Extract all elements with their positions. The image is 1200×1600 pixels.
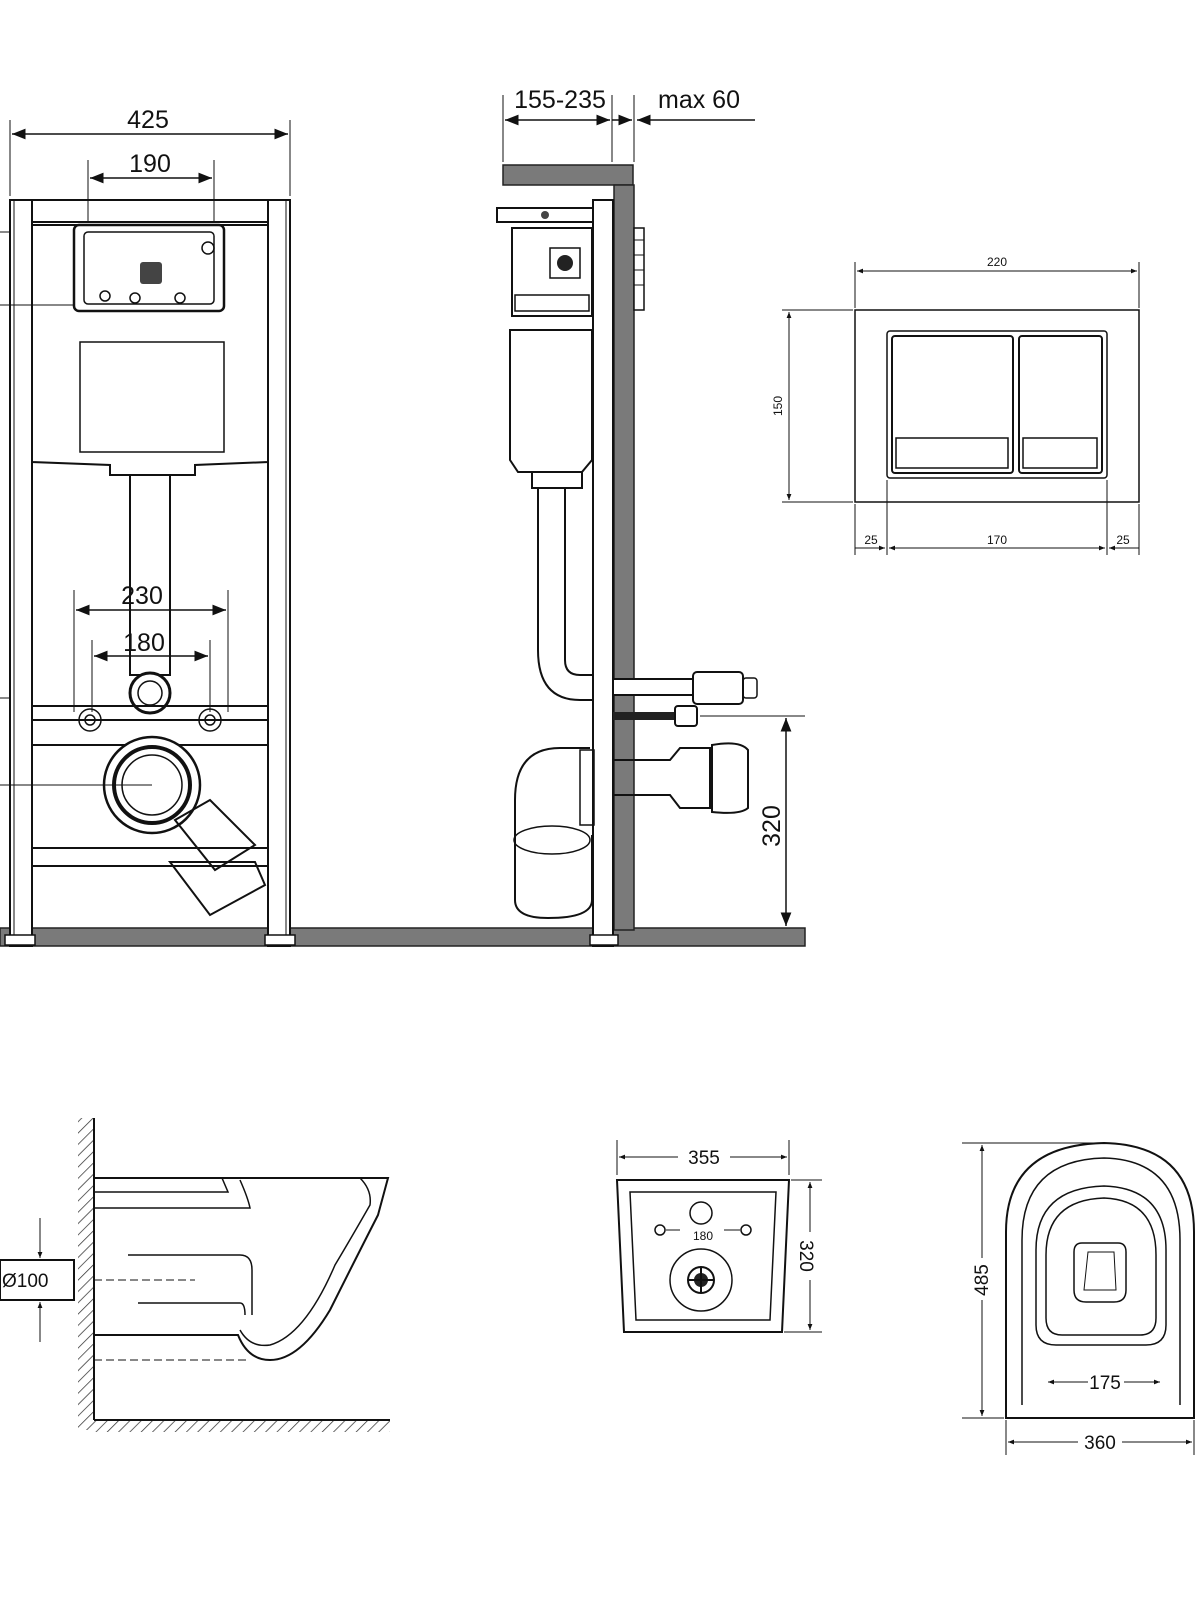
label-170: 170 bbox=[987, 533, 1007, 547]
flush-connection bbox=[128, 671, 172, 715]
label-150: 150 bbox=[771, 396, 785, 416]
front-view bbox=[0, 199, 806, 947]
frame-right-post bbox=[267, 199, 291, 947]
dim-cladding: max 60 bbox=[612, 86, 755, 162]
cistern-body bbox=[31, 224, 269, 476]
flush-button-large bbox=[891, 335, 1014, 474]
floor-line bbox=[0, 927, 806, 947]
label-485: 485 bbox=[972, 1264, 993, 1296]
frame-left-post bbox=[9, 199, 33, 947]
label-25-left: 25 bbox=[864, 533, 878, 547]
dim-frame-width: 425 bbox=[9, 106, 291, 196]
bowl-rear-view: 180 355 320 bbox=[615, 1140, 822, 1333]
label-175: 175 bbox=[1089, 1373, 1121, 1394]
dim-flush-opening: 190 bbox=[87, 150, 215, 222]
label-max-60: max 60 bbox=[658, 86, 740, 114]
label-190: 190 bbox=[129, 150, 171, 178]
cistern-side bbox=[509, 329, 593, 473]
dim-wall-depth: 155-235 bbox=[502, 86, 613, 162]
label-25-right: 25 bbox=[1116, 533, 1130, 547]
flush-button-small bbox=[1018, 335, 1103, 474]
dim-stud-outer: 230 bbox=[73, 582, 229, 712]
label-425: 425 bbox=[127, 106, 169, 134]
bowl-top-outlet bbox=[1073, 1242, 1127, 1303]
bowl-side-view: Ø100 bbox=[0, 1118, 390, 1432]
bowl-side-outline bbox=[94, 1177, 390, 1362]
wall-section bbox=[613, 184, 635, 931]
label-220: 220 bbox=[987, 255, 1007, 269]
label-360: 360 bbox=[1084, 1433, 1116, 1454]
bowl-top-outline bbox=[1005, 1141, 1195, 1419]
dim-stud-inner: 180 bbox=[91, 629, 211, 712]
label-180-bowl: 180 bbox=[693, 1229, 713, 1243]
label-230: 230 bbox=[121, 582, 163, 610]
flush-plate: 220 150 25 170 25 bbox=[771, 255, 1140, 555]
label-320-bowl: 320 bbox=[795, 1240, 816, 1272]
label-155-235: 155-235 bbox=[514, 86, 606, 114]
inspection-panel bbox=[79, 341, 225, 453]
stud-left bbox=[78, 708, 102, 732]
bowl-top-view: 485 175 360 bbox=[962, 1141, 1195, 1455]
label-diameter-100: Ø100 bbox=[2, 1271, 48, 1292]
side-view bbox=[496, 164, 758, 947]
label-355: 355 bbox=[688, 1148, 720, 1169]
bowl-rear-outlet bbox=[669, 1248, 733, 1312]
label-320-side: 320 bbox=[758, 805, 786, 847]
label-180: 180 bbox=[123, 629, 165, 657]
waste-elbow-side bbox=[514, 747, 593, 920]
bowl-rear-outline bbox=[615, 1179, 791, 1333]
dim-outlet-height: 320 bbox=[700, 715, 805, 926]
